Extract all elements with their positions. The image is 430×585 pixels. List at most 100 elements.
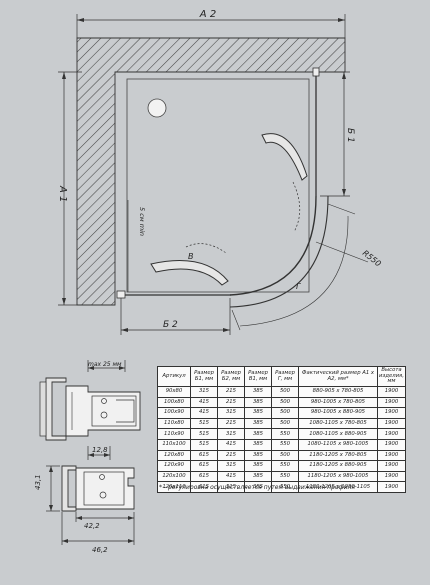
table-cell: 615 xyxy=(190,449,218,462)
label-a1: A 1 xyxy=(57,185,68,202)
table-cell: 1900 xyxy=(377,449,406,462)
table-cell: 110х80 xyxy=(157,417,191,430)
table-cell: 100х80 xyxy=(157,396,191,409)
table-header-row: Артикул Размер Б1, мм Размер Б2, мм Разм… xyxy=(157,366,406,387)
header-b2: Размер Б2, мм xyxy=(217,366,245,387)
table-cell: 1900 xyxy=(377,396,406,409)
profile-section-bottom: 12,8 43,1 42,2 xyxy=(34,446,135,554)
table-cell: 385 xyxy=(244,460,272,472)
table-cell: 315 xyxy=(217,428,245,440)
table-cell: 385 xyxy=(244,449,272,462)
label-b: В xyxy=(188,252,194,261)
table-cell: 1180-1205 х 880-905 xyxy=(298,460,378,472)
table-cell: 385 xyxy=(244,407,272,419)
header-v1: Размер В1, мм xyxy=(244,366,272,387)
table-cell: 500 xyxy=(271,417,299,430)
open-door-bottom xyxy=(150,243,229,286)
label-b1: Б 1 xyxy=(345,128,355,143)
label-g: Г xyxy=(296,282,301,291)
table-cell: 385 xyxy=(244,396,272,409)
table-cell: 1900 xyxy=(377,417,406,430)
table-cell: 315 xyxy=(217,460,245,472)
table-cell: 1180-1205 х 780-805 xyxy=(298,449,378,462)
table-cell: 315 xyxy=(190,386,218,398)
glass-panels xyxy=(116,67,329,308)
shower-tray xyxy=(126,78,310,293)
label-max-25: max 25 мм xyxy=(88,361,122,368)
walls xyxy=(76,37,346,306)
table-cell: 415 xyxy=(217,438,245,451)
table-cell: 1080-1105 х 780-805 xyxy=(298,417,378,430)
screw-icon xyxy=(101,398,107,404)
table-cell: 110х100 xyxy=(157,438,191,451)
table-cell: 1900 xyxy=(377,460,406,472)
table-cell: 1900 xyxy=(377,438,406,451)
header-g: Размер Г, мм xyxy=(271,366,299,387)
table-cell: 415 xyxy=(190,407,218,419)
table-cell: 550 xyxy=(271,470,299,483)
label-b2: Б 2 xyxy=(163,320,178,330)
table-cell: 615 xyxy=(190,460,218,472)
header-b1: Размер Б1, мм xyxy=(190,366,218,387)
table-cell: 1900 xyxy=(377,470,406,483)
table-cell: 215 xyxy=(217,417,245,430)
dimension-b1 xyxy=(320,71,350,197)
open-door-right xyxy=(261,133,308,233)
label-12-8: 12,8 xyxy=(92,446,108,454)
drain-icon xyxy=(147,98,167,118)
dimension-g xyxy=(231,203,356,331)
table-cell: 215 xyxy=(217,386,245,398)
table-cell: 385 xyxy=(244,438,272,451)
label-42-2: 42,2 xyxy=(84,522,100,530)
footnote: * - регулировка осуществляется путем выд… xyxy=(159,484,356,491)
table-cell: 385 xyxy=(244,386,272,398)
table-cell: 500 xyxy=(271,449,299,462)
table-cell: 515 xyxy=(190,428,218,440)
header-height: Высота изделия, мм xyxy=(377,366,406,387)
table-cell: 1080-1105 х 880-905 xyxy=(298,428,378,440)
table-cell: 500 xyxy=(271,407,299,419)
table-cell: 90х80 xyxy=(157,386,191,398)
dimension-b2 xyxy=(120,298,231,335)
table-cell: 415 xyxy=(190,396,218,409)
table-cell: 120х80 xyxy=(157,449,191,462)
dimension-a1 xyxy=(58,71,82,306)
screw-icon xyxy=(99,474,105,480)
table-cell: 1900 xyxy=(377,481,406,493)
corner-profile-top xyxy=(312,67,320,77)
table-cell: 500 xyxy=(271,396,299,409)
table-cell: 980-1005 х 880-905 xyxy=(298,407,378,419)
table-cell: 120х100 xyxy=(157,470,191,483)
table-cell: 515 xyxy=(190,417,218,430)
table-cell: 550 xyxy=(271,460,299,472)
header-actual-size: Фактический размер А1 х А2, мм* xyxy=(298,366,378,387)
table-cell: 120х90 xyxy=(157,460,191,472)
table-cell: 880-905 х 780-805 xyxy=(298,386,378,398)
table-cell: 550 xyxy=(271,438,299,451)
table-cell: 615 xyxy=(190,470,218,483)
table-cell: 385 xyxy=(244,417,272,430)
header-article: Артикул xyxy=(157,366,191,387)
table-cell: 415 xyxy=(217,470,245,483)
table-cell: 1080-1105 х 980-1005 xyxy=(298,438,378,451)
table-cell: 315 xyxy=(217,407,245,419)
screw-icon xyxy=(99,491,107,499)
table-cell: 1900 xyxy=(377,428,406,440)
table-cell: 515 xyxy=(190,438,218,451)
table-cell: 980-1005 х 780-805 xyxy=(298,396,378,409)
corner-profile-left xyxy=(116,290,126,299)
radius-leader xyxy=(315,241,369,263)
label-46-2: 46,2 xyxy=(92,546,108,554)
table-cell: 1900 xyxy=(377,407,406,419)
profile-section-top: max 25 мм xyxy=(39,360,141,441)
